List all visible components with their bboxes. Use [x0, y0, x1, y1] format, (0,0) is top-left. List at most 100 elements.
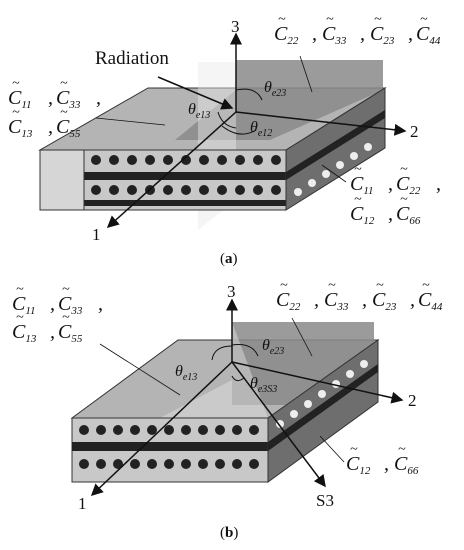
svg-text:,: ,: [50, 321, 55, 343]
svg-text:C33: C33: [324, 289, 349, 313]
theta-e13-arc-b: [211, 345, 233, 361]
svg-text:~: ~: [354, 162, 362, 177]
stiffness-labels-left-b: C11 , C33 , C13 , C55 ~~ ~~: [12, 282, 103, 345]
svg-text:~: ~: [280, 278, 288, 293]
axis-2-line-b: [231, 361, 404, 404]
svg-text:C22: C22: [274, 23, 299, 47]
svg-text:~: ~: [326, 12, 334, 27]
svg-text:C11: C11: [350, 173, 374, 197]
svg-text:~: ~: [398, 442, 406, 457]
top-right-shaded-region-b: [232, 322, 374, 405]
svg-text:,: ,: [48, 116, 53, 138]
axis-1-line-b: [90, 361, 233, 497]
svg-text:~: ~: [12, 76, 20, 91]
leader-line-top: [299, 55, 313, 93]
panel-b: 3 2 1 S3 θe13 θe23 θe3S3 C11 , C33 , C13…: [12, 278, 443, 541]
axis-2-label-b: 2: [408, 391, 417, 410]
axis-3-label: 3: [231, 17, 240, 36]
laminate-black-layer: [84, 200, 286, 206]
stiffness-labels-right: C11 , C22 , C12 , C66 ~ ~ ~ ~: [350, 162, 441, 227]
svg-text:~: ~: [400, 192, 408, 207]
theta-e3s3-arc-b: [231, 375, 245, 382]
svg-text:~: ~: [328, 278, 336, 293]
fiber-row-1: [91, 155, 281, 165]
svg-text:~: ~: [60, 76, 68, 91]
svg-text:,: ,: [362, 289, 367, 311]
leader-line-right: [321, 164, 347, 183]
svg-text:C22: C22: [276, 289, 301, 313]
axis-1-line: [106, 111, 237, 229]
svg-text:C23: C23: [370, 23, 395, 47]
svg-text:C11: C11: [8, 87, 32, 111]
svg-text:C33: C33: [56, 87, 81, 111]
svg-text:~: ~: [278, 12, 286, 27]
svg-text:C66: C66: [396, 203, 421, 227]
svg-text:,: ,: [436, 173, 441, 195]
svg-text:,: ,: [388, 173, 393, 195]
theta-e13-label: θe13: [188, 101, 210, 121]
theta-e13-label-b: θe13: [175, 363, 197, 383]
svg-text:C44: C44: [418, 289, 443, 313]
svg-text:C33: C33: [58, 293, 83, 317]
axis-3-label-b: 3: [227, 282, 236, 301]
svg-text:,: ,: [48, 87, 53, 109]
radiation-arrow: [157, 76, 234, 110]
caption-a: (a): [220, 251, 238, 267]
svg-text:C23: C23: [372, 289, 397, 313]
fiber-row-side: [294, 143, 372, 196]
theta-e3s3-label-b: θe3S3: [250, 375, 277, 395]
svg-text:~: ~: [376, 278, 384, 293]
svg-text:,: ,: [98, 293, 103, 315]
theta-e12-arc: [221, 125, 257, 135]
svg-text:C33: C33: [322, 23, 347, 47]
svg-text:C12: C12: [346, 453, 371, 477]
svg-text:~: ~: [354, 192, 362, 207]
laminate-black-layer-b: [72, 442, 268, 451]
stiffness-labels-top: C22 , C33 , C23 , C44 ~ ~ ~ ~: [274, 12, 441, 47]
fiber-row-1-b: [79, 425, 259, 435]
svg-text:,: ,: [50, 293, 55, 315]
stiffness-labels-left: C11 , C33 , C13 , C55 ~~ ~~: [8, 76, 101, 140]
svg-text:C44: C44: [416, 23, 441, 47]
svg-text:~: ~: [16, 282, 24, 297]
axis-1-label: 1: [92, 225, 101, 244]
svg-text:,: ,: [408, 23, 413, 45]
svg-text:,: ,: [360, 23, 365, 45]
leader-line-top-b: [291, 317, 313, 357]
svg-text:C13: C13: [12, 321, 37, 345]
leader-line-right-b: [319, 435, 345, 463]
svg-text:C55: C55: [56, 116, 81, 140]
laminate-left-face: [39, 149, 85, 211]
svg-text:C11: C11: [12, 293, 36, 317]
axis-s3-line-b: [231, 361, 326, 488]
theta-e13-arc: [217, 111, 237, 129]
laminate-right-black-layer-b: [268, 364, 378, 451]
svg-text:,: ,: [96, 87, 101, 109]
stiffness-labels-top-b: C22 , C33 , C23 , C44 ~~ ~~: [276, 278, 443, 313]
svg-text:,: ,: [312, 23, 317, 45]
svg-text:,: ,: [388, 203, 393, 225]
panel-a: 3 2 1 Radiation θe13 θe23 θe12 C11 , C33…: [8, 12, 441, 267]
svg-text:~: ~: [62, 282, 70, 297]
svg-text:~: ~: [400, 162, 408, 177]
svg-text:~: ~: [420, 12, 428, 27]
axis-2-line: [235, 111, 407, 136]
svg-text:C66: C66: [394, 453, 419, 477]
caption-b: (b): [220, 525, 238, 541]
svg-text:,: ,: [314, 289, 319, 311]
svg-text:C12: C12: [350, 203, 375, 227]
leader-line-left: [95, 117, 166, 126]
laminate-right-black-layer: [286, 110, 385, 180]
svg-text:C22: C22: [396, 173, 421, 197]
svg-text:~: ~: [350, 442, 358, 457]
theta-e23-label: θe23: [264, 79, 286, 99]
theta-e23-arc: [235, 88, 263, 101]
svg-text:~: ~: [12, 105, 20, 120]
radiation-label: Radiation: [95, 48, 169, 69]
svg-text:,: ,: [384, 453, 389, 475]
fiber-row-side-b: [276, 360, 368, 428]
svg-text:~: ~: [374, 12, 382, 27]
svg-text:,: ,: [410, 289, 415, 311]
theta-e23-arc-b: [231, 344, 259, 357]
